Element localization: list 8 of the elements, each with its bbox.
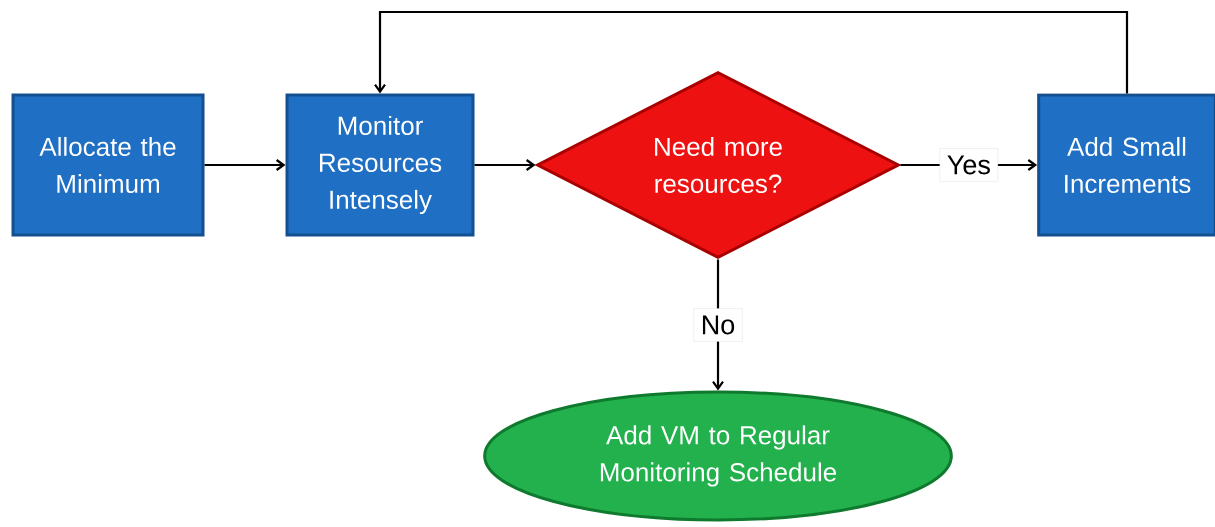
process-box: Add Small Increments <box>1037 93 1215 237</box>
process-box: Allocate the Minimum <box>11 93 205 237</box>
edge-label: Yes <box>939 148 999 182</box>
edge-label: No <box>693 308 743 342</box>
arrow <box>374 10 1129 94</box>
process-box: Monitor Resources Intensely <box>285 93 475 237</box>
arrow <box>474 159 536 171</box>
arrow <box>204 159 286 171</box>
